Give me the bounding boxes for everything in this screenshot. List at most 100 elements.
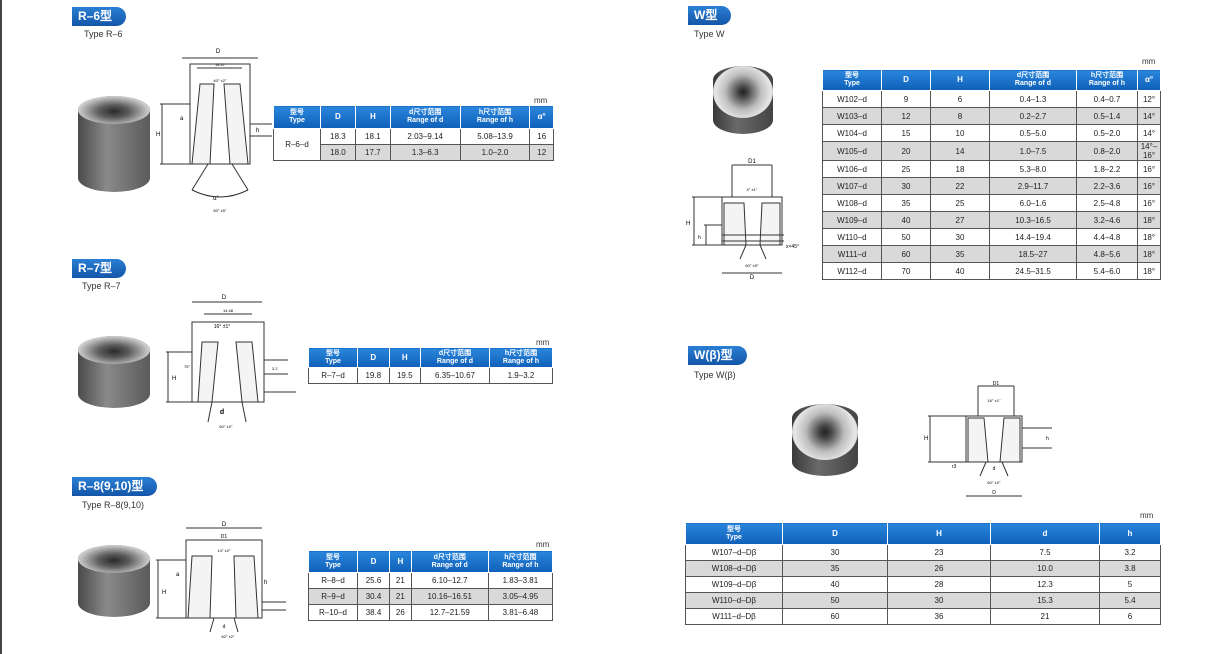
r7-h-D: D — [357, 347, 390, 368]
table-cell: 25 — [881, 160, 931, 178]
table-cell: 30 — [782, 544, 888, 561]
table-cell: 26 — [389, 604, 412, 621]
table-cell: 35 — [782, 560, 888, 577]
table-cell: W110–d — [822, 228, 882, 246]
table-cell: 35 — [930, 245, 990, 263]
table-cell: 0.4–0.7 — [1076, 90, 1138, 108]
table-cell: 3.8 — [1099, 560, 1161, 577]
table-cell: 25.6 — [356, 572, 391, 589]
table-cell: 28 — [887, 576, 991, 593]
table-cell: 5.4–6.0 — [1076, 262, 1138, 280]
table-cell: 21 — [389, 572, 412, 589]
r8-h-type-cn: 型号 — [326, 553, 340, 561]
w-h-alpha: α° — [1137, 69, 1161, 91]
w-drawing: D1 4° ±1° H h x×45° 60° ±5° D — [686, 159, 799, 280]
w-dim-chamfer: x×45° — [786, 244, 799, 250]
table-cell: W109–d — [822, 211, 882, 229]
r7-dim-h: 3.2 — [272, 366, 278, 371]
wb-h-type-en: Type — [726, 533, 742, 541]
r7-dim-angle: 75° — [184, 364, 190, 369]
wb-h-H: H — [887, 522, 991, 545]
table-cell: 18° — [1137, 228, 1161, 246]
w-h-type-en: Type — [844, 80, 860, 87]
table-cell: 25 — [930, 194, 990, 212]
table-cell: 1.3–6.3 — [389, 144, 461, 161]
table-cell: 19.8 — [357, 367, 390, 384]
wb-dim-r3: r3 — [952, 464, 957, 470]
table-cell: 5.3–8.0 — [989, 160, 1077, 178]
table-cell: R–7–d — [308, 367, 358, 384]
table-cell: 3.81–6.48 — [487, 604, 554, 621]
r8-dim-D: D — [222, 522, 227, 528]
table-cell: 12.7–21.59 — [410, 604, 489, 621]
w-h-H: H — [930, 69, 990, 91]
r8-drawing: D D1 14° ±2° a H h d 60° ±2° — [156, 522, 286, 639]
w-h-h-en: Range of h — [1088, 80, 1126, 87]
table-cell: 50 — [782, 592, 888, 609]
r6-title: R–6型 — [72, 7, 127, 26]
table-cell: 6.10–12.7 — [410, 572, 489, 589]
table-cell: 12° — [1137, 90, 1161, 108]
r8-title: R–8(9,10)型 — [72, 477, 158, 496]
table-cell: 16 — [529, 128, 554, 145]
table-cell: 26 — [887, 560, 991, 577]
r8-h-d-cn: d尺寸范围 — [433, 553, 466, 561]
table-cell: 15 — [881, 124, 931, 142]
table-cell: W106–d — [822, 160, 882, 178]
table-cell: W112–d — [822, 262, 882, 280]
table-cell: W107–d — [822, 177, 882, 195]
table-cell: 30.4 — [356, 588, 391, 605]
table-cell: 16° — [1137, 194, 1161, 212]
r7-h-h-en: Range of h — [502, 357, 540, 365]
w-h-type-cn: 型号 — [845, 72, 859, 79]
table-cell: 5 — [1099, 576, 1161, 593]
table-cell: 18 — [930, 160, 990, 178]
table-cell: 18.3 — [320, 128, 356, 145]
table-cell: 12 — [529, 144, 554, 161]
r7-h-type-cn: 型号 — [326, 349, 340, 357]
r6-unit: mm — [534, 96, 548, 105]
wb-dim-h: h — [1046, 436, 1049, 442]
r8-h-h-en: Range of h — [502, 561, 539, 569]
r8-dim-D1: D1 — [221, 534, 228, 540]
table-cell: 3.2–4.6 — [1076, 211, 1138, 229]
wb-h-h: h — [1099, 522, 1161, 545]
r7-dim-tol1: 14.48 — [223, 308, 234, 313]
r6-h-d-cn: d尺寸范围 — [409, 109, 442, 116]
table-cell: 40 — [782, 576, 888, 593]
table-cell: 12 — [881, 107, 931, 125]
wb-h-d: d — [990, 522, 1100, 545]
r6-dim-H: H — [156, 132, 160, 138]
table-cell: 60 — [782, 608, 888, 625]
table-cell: 16° — [1137, 160, 1161, 178]
r7-dim-D: D — [222, 295, 227, 301]
r8-dim-d: d — [223, 624, 226, 630]
table-cell: 18.0 — [320, 144, 356, 161]
w-dim-bottom: 60° ±5° — [745, 263, 759, 268]
table-cell: W111–d — [822, 245, 882, 263]
table-cell: W104–d — [822, 124, 882, 142]
wb-dim-D: D — [992, 490, 996, 496]
wb-dim-D1: D1 — [993, 381, 1000, 387]
r8-dim-h: h — [264, 580, 267, 586]
table-cell: 24.5–31.5 — [989, 262, 1077, 280]
table-cell: 36 — [887, 608, 991, 625]
r8-h-d-en: Range of d — [431, 561, 468, 569]
table-cell: W108–d–Dβ — [685, 560, 783, 577]
table-cell: 7.5 — [990, 544, 1100, 561]
w-title: W型 — [688, 6, 732, 25]
table-cell: W108–d — [822, 194, 882, 212]
table-cell: 18.5–27 — [989, 245, 1077, 263]
table-cell: 10.3–16.5 — [989, 211, 1077, 229]
table-cell: 1.0–7.5 — [989, 141, 1077, 161]
r6-type-cell: R–6–d — [273, 128, 321, 161]
table-cell: W109–d–Dβ — [685, 576, 783, 593]
table-cell: 20 — [881, 141, 931, 161]
r8-h-D: D — [356, 550, 391, 573]
table-cell: 21 — [389, 588, 412, 605]
r6-drawing: D 14.47 40° ±2° H a h α° 60° ±5° — [156, 49, 272, 213]
r6-dim-h: h — [256, 128, 259, 134]
table-cell: 8 — [930, 107, 990, 125]
wb-drawing: D1 16° ±1° H h r3 d 60° ±2° D — [924, 381, 1052, 497]
